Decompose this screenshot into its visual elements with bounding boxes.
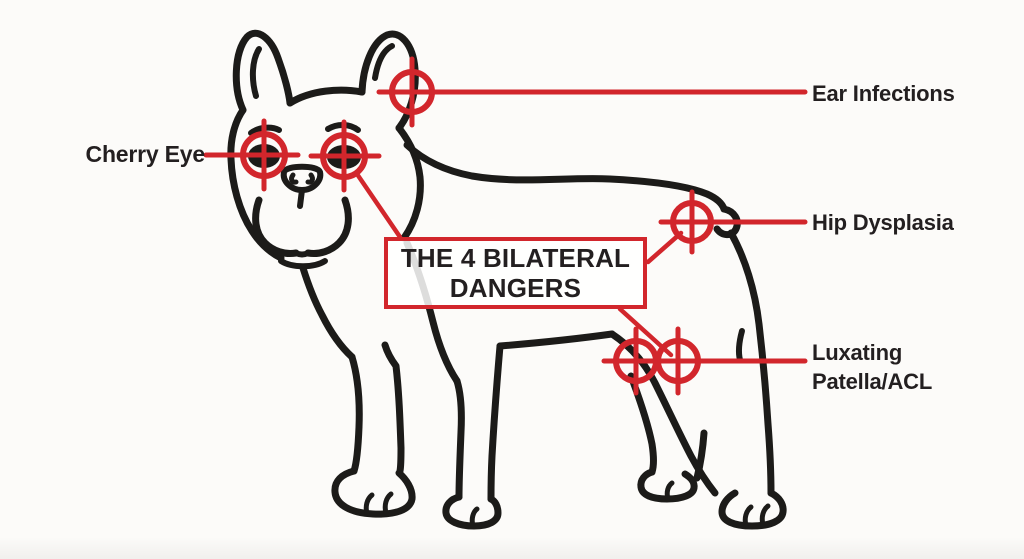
- dog-line-art: [227, 29, 787, 530]
- dog-front-leg-near-front: [348, 353, 363, 475]
- dog-nostril-left: [289, 172, 299, 185]
- connector-box-to-hip: [645, 230, 684, 265]
- center-title-line1: THE 4 BILATERAL: [400, 243, 631, 273]
- dog-rear-edge: [727, 229, 775, 497]
- dog-chin: [293, 250, 311, 258]
- dog-front-leg-near-back: [381, 341, 405, 475]
- callout-label-ear-infections: Ear Infections: [812, 81, 955, 106]
- crosshair-marker-hip: [670, 189, 714, 255]
- dog-head-top: [286, 86, 366, 107]
- callout-label-cherry-eye: Cherry Eye: [85, 141, 206, 167]
- crosshair-marker-ear: [389, 56, 435, 128]
- dog-chest-front: [299, 264, 356, 361]
- dog-paw-rear-near: [718, 489, 787, 530]
- dog-front-leg-far-front: [453, 377, 465, 501]
- callout-label-luxating-line1: Luxating: [812, 340, 903, 365]
- dog-paw-front-far-toes: [469, 506, 480, 529]
- connector-eye-to-box: [354, 171, 403, 240]
- dog-paw-rear-near-toes: [742, 503, 771, 529]
- dog-jowl-right: [304, 196, 352, 257]
- callout-label-luxating-line2: Patella/ACL: [812, 369, 933, 394]
- dog-neck-top-back: [403, 141, 728, 213]
- dog-paw-rear-far-toes: [664, 480, 675, 502]
- dog-rear-leg-far-back: [693, 429, 708, 482]
- crosshair-marker-left-eye: [240, 118, 288, 192]
- callout-label-hip-dysplasia: Hip Dysplasia: [812, 210, 954, 235]
- dog-nostril-right: [305, 172, 315, 185]
- dog-rear-leg-far-front: [627, 372, 657, 476]
- dog-jowl-left: [252, 196, 300, 257]
- dog-paw-front-near: [331, 467, 416, 518]
- callout-lines: [203, 56, 808, 396]
- dog-front-leg-far-back: [487, 342, 504, 503]
- dog-ear-left-inner: [249, 46, 262, 99]
- center-title-line2: DANGERS: [449, 273, 582, 303]
- dog-belly: [496, 330, 616, 350]
- crosshair-marker-right-eye: [320, 119, 368, 193]
- center-title-box: THE 4 BILATERAL DANGERS: [384, 237, 647, 309]
- crosshair-marker-knee-right: [655, 326, 701, 396]
- dog-philtrum: [297, 187, 305, 209]
- dog-hock-detail: [735, 328, 745, 363]
- dog-paw-front-near-toes: [363, 491, 394, 517]
- callout-label-luxating-patella-acl: Luxating Patella/ACL: [812, 338, 972, 396]
- dog-ear-right-inner: [372, 43, 395, 81]
- dog-ear-left: [232, 29, 294, 114]
- dog-tail: [713, 205, 741, 239]
